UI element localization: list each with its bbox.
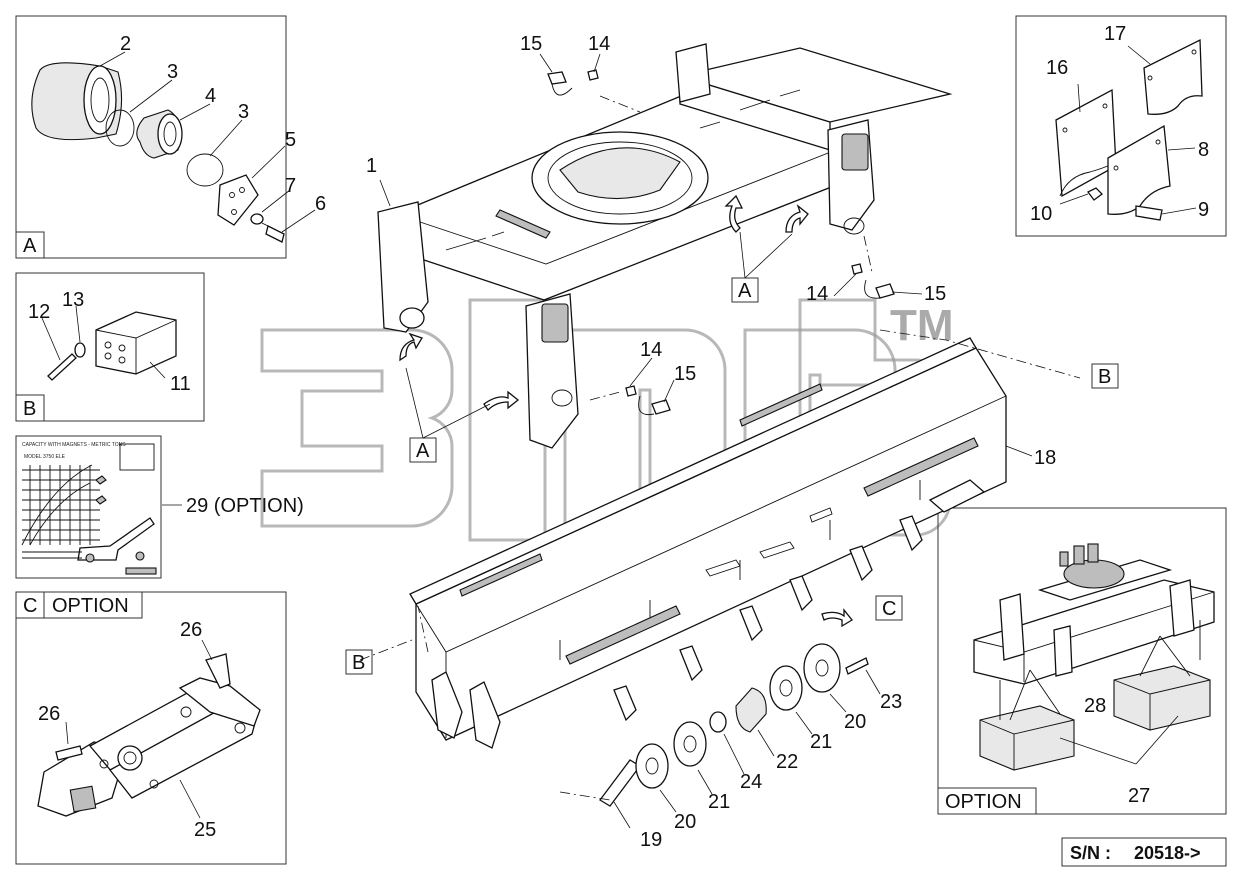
callout-21: 21 (708, 791, 730, 813)
callout-1: 1 (366, 155, 377, 177)
inset-c-option-label: OPTION (52, 595, 129, 617)
cap-plate (217, 174, 259, 226)
snap-ring (105, 109, 135, 147)
option-assembly-panel: OPTION 28 27 (937, 507, 1227, 815)
cover-plate-17 (1143, 38, 1203, 115)
inset-a-label: A (23, 235, 37, 257)
view-ref-a-lower: A (405, 367, 491, 463)
callout-19: 19 (640, 829, 662, 851)
callout-7: 7 (285, 175, 296, 197)
callout-15: 15 (924, 283, 946, 305)
inset-plates-panel: 16 17 8 10 9 (1015, 15, 1227, 237)
pin-assembly (599, 643, 869, 807)
inset-c-panel: C OPTION 26 26 25 (15, 591, 287, 865)
serial-label: S/N : (1070, 843, 1111, 863)
inset-c-label: C (23, 595, 37, 617)
bolt (47, 353, 77, 381)
callout-18: 18 (1034, 447, 1056, 469)
callout-26: 26 (38, 703, 60, 725)
callout-14: 14 (640, 339, 662, 361)
svg-text:A: A (738, 280, 752, 302)
callout-20: 20 (674, 811, 696, 833)
callout-20: 20 (844, 711, 866, 733)
callout-14: 14 (806, 283, 828, 305)
callout-21: 21 (810, 731, 832, 753)
callout-10: 10 (1030, 203, 1052, 225)
callout-6: 6 (315, 193, 326, 215)
grease-fittings (547, 69, 895, 416)
view-ref-c: C (875, 595, 903, 621)
callout-11: 11 (170, 373, 191, 395)
callout-23: 23 (880, 691, 902, 713)
serial-value: 20518-> (1134, 843, 1201, 863)
callout-3: 3 (167, 61, 178, 83)
inset-b-label: B (23, 398, 36, 420)
view-ref-a-upper: A (731, 231, 793, 303)
nut (1087, 187, 1103, 201)
callout-8: 8 (1198, 139, 1209, 161)
magnet-link-assembly (37, 653, 261, 817)
serial-number-box: S/N : 20518-> (1061, 837, 1227, 867)
callout-14: 14 (588, 33, 610, 55)
callout-16: 16 (1046, 57, 1068, 79)
trademark-symbol: TM (890, 301, 954, 350)
screw (1135, 205, 1163, 221)
svg-text:B: B (1098, 366, 1111, 388)
snap-ring (186, 153, 224, 187)
callout-12: 12 (28, 301, 50, 323)
callout-3: 3 (238, 101, 249, 123)
callout-5: 5 (285, 129, 296, 151)
svg-text:B: B (352, 652, 365, 674)
callout-22: 22 (776, 751, 798, 773)
bolt (261, 222, 285, 243)
callout-24: 24 (740, 771, 762, 793)
cover-plate-8 (1107, 124, 1171, 215)
callout-29-option: 29 (OPTION) (186, 495, 304, 517)
upper-frame (377, 43, 953, 449)
capacity-chart-title: CAPACITY WITH MAGNETS - METRIC TONS (22, 442, 126, 448)
inset-b-panel: B 12 13 11 (15, 272, 205, 422)
main-beam (409, 337, 1007, 749)
washer (74, 342, 86, 358)
washer (250, 213, 264, 225)
bearing (136, 109, 183, 159)
capacity-chart-model: MODEL 3750 ELE (24, 454, 66, 460)
callout-25: 25 (194, 819, 216, 841)
capacity-chart-decal: CAPACITY WITH MAGNETS - METRIC TONS MODE… (15, 435, 304, 579)
svg-text:C: C (882, 598, 896, 620)
callout-9: 9 (1198, 199, 1209, 221)
svg-text:A: A (416, 440, 430, 462)
callout-27: 27 (1128, 785, 1150, 807)
option-label: OPTION (945, 791, 1022, 813)
callout-15: 15 (520, 33, 542, 55)
callout-13: 13 (62, 289, 84, 311)
callout-2: 2 (120, 33, 131, 55)
inset-a-panel: A 2 3 4 3 5 (15, 15, 326, 259)
magnet-spreader-assembly (973, 543, 1215, 771)
view-ref-b-left: B (345, 649, 373, 675)
wear-block (95, 311, 177, 375)
callout-26: 26 (180, 619, 202, 641)
callout-4: 4 (205, 85, 216, 107)
view-ref-b-right: B (1091, 363, 1119, 389)
callout-17: 17 (1104, 23, 1126, 45)
view-arrows (399, 194, 853, 628)
callout-28: 28 (1084, 695, 1106, 717)
callout-15: 15 (674, 363, 696, 385)
wheel-tire (31, 62, 123, 141)
